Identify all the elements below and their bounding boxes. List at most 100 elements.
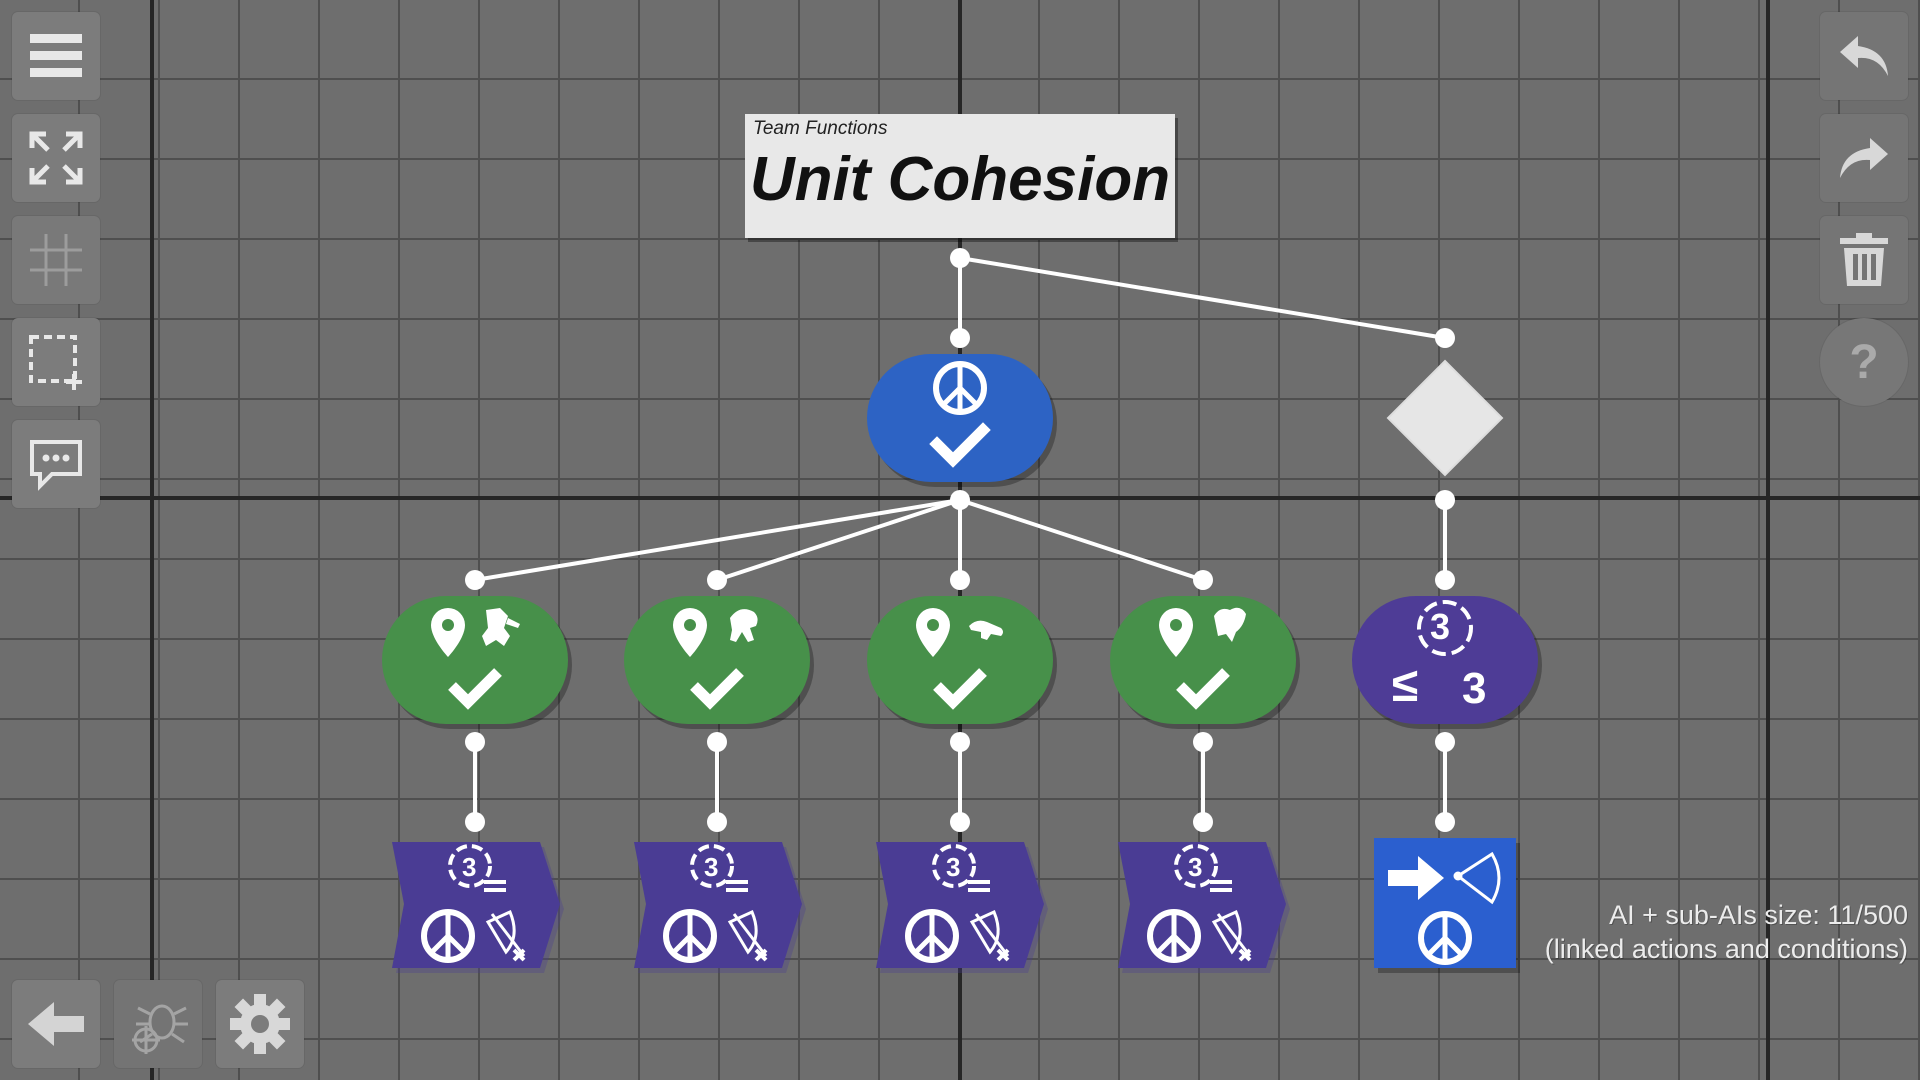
counter-number: 3 bbox=[462, 852, 476, 882]
location-pin-icon bbox=[1159, 608, 1193, 657]
no-target-icon bbox=[485, 909, 526, 962]
ai-size-line: AI + sub-AIs size: 11/500 bbox=[1609, 900, 1908, 930]
trash-icon bbox=[1840, 233, 1888, 286]
grid-major-line bbox=[150, 0, 154, 1080]
comment-icon bbox=[30, 440, 82, 491]
arrow-right-icon bbox=[1388, 856, 1444, 900]
no-target-icon bbox=[1211, 909, 1252, 962]
connector-port bbox=[950, 248, 970, 268]
selector-node-body bbox=[867, 354, 1053, 482]
fit-view-button[interactable] bbox=[12, 114, 100, 202]
add-comment-button[interactable] bbox=[12, 420, 100, 508]
counter-icon bbox=[1417, 600, 1473, 656]
sight-cone-icon bbox=[1453, 851, 1501, 905]
counter-number: 3 bbox=[1430, 606, 1451, 647]
threshold-value: 3 bbox=[1462, 664, 1487, 713]
condition-node-unit-1[interactable] bbox=[382, 596, 568, 724]
grid-major-line bbox=[1766, 0, 1770, 1080]
peace-icon bbox=[1418, 911, 1472, 965]
counter-icon bbox=[448, 844, 492, 888]
title-card-subtitle: Team Functions bbox=[753, 118, 888, 139]
location-pin-icon bbox=[673, 608, 707, 657]
no-target-icon bbox=[727, 909, 768, 962]
unit-mech-icon bbox=[482, 608, 520, 646]
redo-icon bbox=[1840, 138, 1888, 178]
connector-port bbox=[950, 812, 970, 832]
title-card[interactable]: Team Functions Unit Cohesion bbox=[745, 114, 1175, 238]
peace-icon bbox=[905, 909, 959, 963]
delete-button[interactable] bbox=[1820, 216, 1908, 304]
diamond-shape bbox=[1386, 359, 1504, 477]
connector-port bbox=[950, 328, 970, 348]
connector-port bbox=[1193, 570, 1213, 590]
counter-icon bbox=[932, 844, 976, 888]
connector-port bbox=[950, 732, 970, 752]
box-select-button[interactable] bbox=[12, 318, 100, 406]
debug-button[interactable] bbox=[114, 980, 202, 1068]
counter-number: 3 bbox=[704, 852, 718, 882]
connector-line bbox=[716, 498, 961, 582]
check-icon bbox=[1176, 668, 1230, 710]
connector-port bbox=[1435, 490, 1455, 510]
connector-line bbox=[959, 498, 1204, 582]
connector-port bbox=[1193, 732, 1213, 752]
connector-port bbox=[1435, 732, 1455, 752]
connector-port bbox=[1193, 812, 1213, 832]
connector-port bbox=[707, 570, 727, 590]
counter-number: 3 bbox=[1188, 852, 1202, 882]
set-counter-action-3[interactable]: 3 bbox=[872, 838, 1050, 974]
undo-button[interactable] bbox=[1820, 12, 1908, 100]
no-target-icon bbox=[969, 909, 1010, 962]
redo-button[interactable] bbox=[1820, 114, 1908, 202]
menu-button[interactable] bbox=[12, 12, 100, 100]
help-button[interactable]: ? bbox=[1820, 318, 1908, 406]
grid-icon bbox=[30, 234, 82, 286]
counter-condition-node[interactable]: 3 ≤ 3 bbox=[1352, 596, 1538, 724]
set-counter-action-1[interactable]: 3 bbox=[388, 838, 566, 974]
back-arrow-icon bbox=[28, 1002, 84, 1046]
ai-size-note: (linked actions and conditions) bbox=[1544, 934, 1908, 964]
counter-icon bbox=[690, 844, 734, 888]
undo-icon bbox=[1840, 36, 1888, 76]
connector-line bbox=[474, 498, 961, 582]
peace-icon bbox=[663, 909, 717, 963]
settings-gear-icon bbox=[230, 994, 290, 1054]
settings-button[interactable] bbox=[216, 980, 304, 1068]
unit-creature-icon bbox=[1214, 607, 1246, 642]
connector-port bbox=[465, 812, 485, 832]
peace-icon bbox=[929, 361, 991, 468]
condition-node-unit-2[interactable] bbox=[624, 596, 810, 724]
box-select-icon bbox=[29, 335, 82, 390]
connector-line bbox=[959, 256, 1446, 340]
equals-icon bbox=[1210, 880, 1232, 884]
empty-condition-diamond[interactable] bbox=[1384, 357, 1506, 479]
grid-toggle-button[interactable] bbox=[12, 216, 100, 304]
equals-icon bbox=[726, 880, 748, 884]
check-icon bbox=[929, 422, 991, 468]
connector-port bbox=[1435, 812, 1455, 832]
check-icon bbox=[933, 668, 987, 710]
fit-view-icon bbox=[29, 131, 83, 185]
back-button[interactable] bbox=[12, 980, 100, 1068]
unit-crab-icon bbox=[730, 609, 758, 642]
location-pin-icon bbox=[916, 608, 950, 657]
check-icon bbox=[448, 668, 502, 710]
ai-size-status: AI + sub-AIs size: 11/500 (linked action… bbox=[1545, 898, 1908, 966]
peace-icon bbox=[421, 909, 475, 963]
move-away-action[interactable] bbox=[1374, 838, 1516, 968]
set-counter-action-4[interactable]: 3 bbox=[1114, 838, 1292, 974]
selector-node[interactable] bbox=[867, 354, 1053, 482]
help-icon: ? bbox=[1849, 335, 1879, 389]
page-title: Unit Cohesion bbox=[749, 145, 1171, 214]
condition-node-unit-3[interactable] bbox=[867, 596, 1053, 724]
set-counter-action-2[interactable]: 3 bbox=[630, 838, 808, 974]
condition-node-unit-4[interactable] bbox=[1110, 596, 1296, 724]
equals-icon bbox=[968, 880, 990, 884]
equals-icon bbox=[484, 880, 506, 884]
unit-beast-icon bbox=[969, 620, 1003, 640]
counter-number: 3 bbox=[946, 852, 960, 882]
connector-port bbox=[465, 732, 485, 752]
connector-port bbox=[1435, 570, 1455, 590]
connector-port bbox=[465, 570, 485, 590]
